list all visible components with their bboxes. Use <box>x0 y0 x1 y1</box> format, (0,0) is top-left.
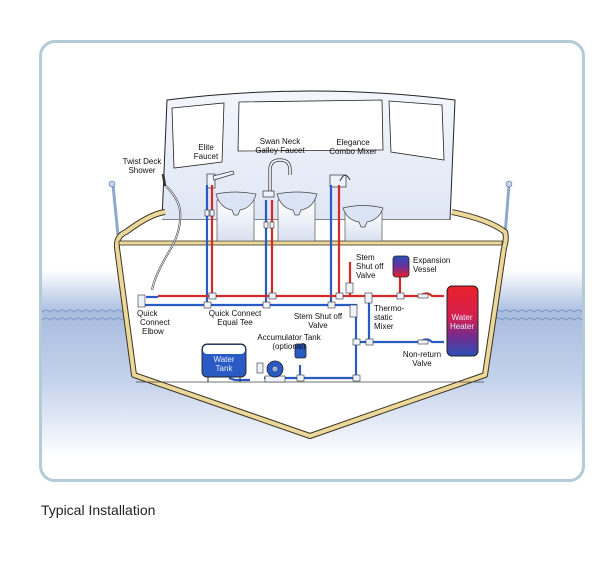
label-elite-2: Faucet <box>194 152 219 161</box>
label-non-return-1: Non-return <box>403 350 441 359</box>
water-tank <box>201 343 247 382</box>
water-tank-label-1: Water <box>213 355 234 364</box>
sink-cabinet-2 <box>276 191 318 242</box>
water-tank-label-2: Tank <box>216 364 234 373</box>
label-stem-top-1: Stem <box>356 253 375 262</box>
label-non-return-2: Valve <box>412 359 432 368</box>
label-swan-neck-2: Galley Faucet <box>255 146 305 155</box>
label-thermo-2: static <box>374 313 393 322</box>
hot-water-pipes <box>158 185 444 298</box>
label-expansion-1: Expansion <box>413 256 450 265</box>
label-accumulator-2: (optional) <box>272 342 306 351</box>
deck-rail-right <box>503 180 513 236</box>
cabin-window-center <box>237 99 384 152</box>
figure-caption: Typical Installation <box>41 502 156 518</box>
label-accumulator-1: Accumulator Tank <box>257 333 321 342</box>
label-elegance-1: Elegance <box>336 138 370 147</box>
cabin <box>161 90 456 221</box>
label-stem-top-3: Valve <box>356 271 376 280</box>
label-expansion-2: Vessel <box>413 265 437 274</box>
label-twist-deck-2: Shower <box>128 166 155 175</box>
label-elite-1: Elite <box>198 143 214 152</box>
swan-neck-faucet <box>262 158 292 198</box>
cabin-window-left <box>171 102 225 169</box>
label-quick-elbow-1: Quick <box>137 309 158 318</box>
accumulator-tank <box>294 343 307 359</box>
expansion-vessel <box>392 255 410 278</box>
label-stem-mid-2: Valve <box>308 321 328 330</box>
label-twist-deck-1: Twist Deck <box>123 157 163 166</box>
water-waves-left <box>41 309 139 321</box>
label-stem-mid-1: Stem Shut off <box>294 312 343 321</box>
water-heater-label-1: Water <box>451 313 472 322</box>
twist-deck-shower <box>151 173 182 291</box>
label-quick-tee-2: Equal Tee <box>217 318 253 327</box>
label-elegance-2: Combo Mixer <box>329 147 377 156</box>
label-thermo-3: Mixer <box>374 322 394 331</box>
deck-rail-left <box>108 180 120 236</box>
label-quick-elbow-2: Connect <box>140 318 171 327</box>
water-heater-label-2: Heater <box>450 322 474 331</box>
cabin-window-right <box>388 100 445 161</box>
water-heater <box>446 285 479 357</box>
elite-faucet <box>206 170 235 189</box>
label-stem-top-2: Shut off <box>356 262 384 271</box>
label-quick-elbow-3: Elbow <box>142 327 164 336</box>
deck-floor <box>118 240 503 246</box>
sink-cabinet-1 <box>215 191 257 242</box>
water-waves-right <box>493 309 583 321</box>
pipe-fittings <box>137 209 429 382</box>
label-thermo-1: Thermo- <box>374 304 405 313</box>
water-pump <box>256 360 286 383</box>
label-swan-neck-1: Swan Neck <box>260 137 301 146</box>
sink-cabinet-3 <box>342 205 384 242</box>
diagram-labels: Twist Deck Shower Elite Faucet Swan Neck… <box>123 137 451 368</box>
label-quick-tee-1: Quick Connect <box>209 309 262 318</box>
